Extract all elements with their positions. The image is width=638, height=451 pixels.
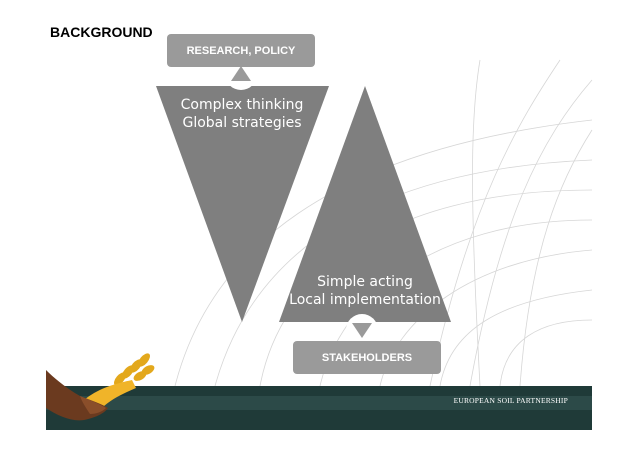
text-line: Simple acting (317, 274, 413, 290)
inverted-triangle (156, 86, 329, 322)
footer-text: EUROPEAN SOIL PARTNERSHIP (453, 396, 568, 405)
upright-triangle-text: Simple acting Local implementation (282, 273, 448, 309)
inverted-triangle-text: Complex thinking Global strategies (172, 96, 312, 132)
slide-title: BACKGROUND (50, 24, 153, 40)
research-policy-box: RESEARCH, POLICY (167, 34, 315, 67)
text-line: Local implementation (289, 292, 441, 308)
stakeholders-box: STAKEHOLDERS (293, 341, 441, 374)
footer-bar: EUROPEAN SOIL PARTNERSHIP (46, 386, 592, 430)
footer-band (46, 396, 592, 410)
text-line: Global strategies (182, 115, 302, 131)
down-arrow-icon (352, 323, 372, 338)
text-line: Complex thinking (180, 97, 304, 113)
up-arrow-icon (231, 66, 251, 81)
upright-triangle (279, 86, 451, 322)
handshake-wheat-logo (46, 353, 155, 421)
